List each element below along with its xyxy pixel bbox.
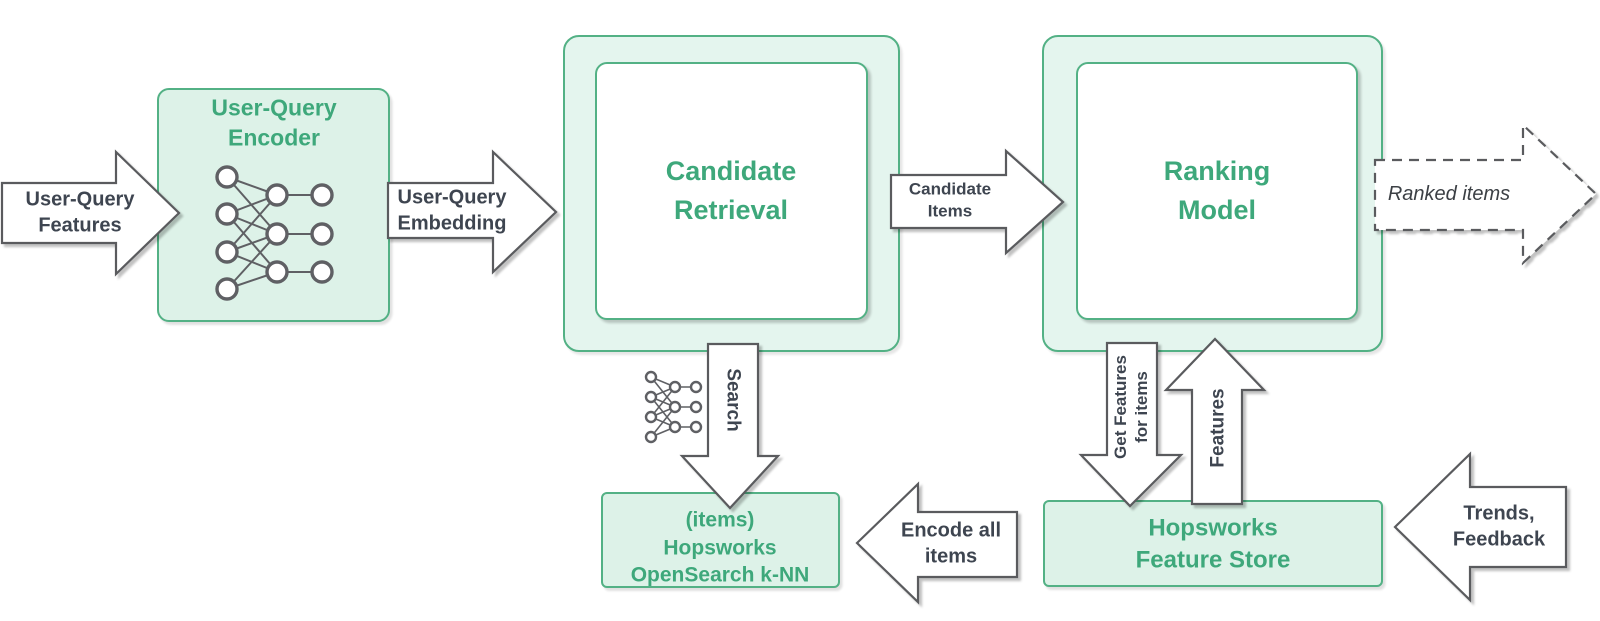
user-query-embedding-arrow — [386, 149, 558, 275]
neural-network-icon — [644, 370, 703, 444]
candidate-retrieval-box — [595, 62, 868, 320]
encoder-title: User-Query Encoder — [211, 94, 337, 151]
feature-store-title: Hopsworks Feature Store — [1135, 514, 1291, 574]
trends-feedback-label: Trends, Feedback — [1452, 502, 1546, 551]
ranked-items-label: Ranked items — [1387, 182, 1511, 205]
feature-store-box — [1043, 500, 1383, 587]
ranked-items-arrow — [1373, 122, 1598, 266]
candidate-retrieval-title: Candidate Retrieval — [665, 155, 797, 225]
opensearch-knn-title: (items) Hopsworks OpenSearch k-NN — [630, 508, 810, 587]
candidate-items-label: Candidate Items — [908, 179, 992, 221]
search-label: Search — [722, 368, 744, 432]
neural-network-icon — [215, 165, 334, 301]
features-label: Features — [1207, 388, 1229, 468]
search-arrow — [679, 342, 781, 510]
trends-feedback-arrow — [1393, 451, 1568, 603]
user-query-embedding-label: User-Query Embedding — [397, 186, 507, 235]
ranking-model-title: Ranking Model — [1163, 155, 1271, 225]
user-query-features-label: User-Query Features — [25, 188, 135, 237]
encode-all-items-label: Encode all items — [900, 519, 1002, 568]
get-features-label: Get Features for items — [1110, 355, 1151, 459]
candidate-items-arrow — [889, 148, 1065, 256]
features-arrow — [1163, 337, 1267, 506]
ranking-model-box — [1076, 62, 1358, 320]
user-query-features-arrow — [0, 149, 181, 277]
encode-all-items-arrow — [855, 481, 1019, 605]
get-features-arrow — [1078, 341, 1184, 508]
